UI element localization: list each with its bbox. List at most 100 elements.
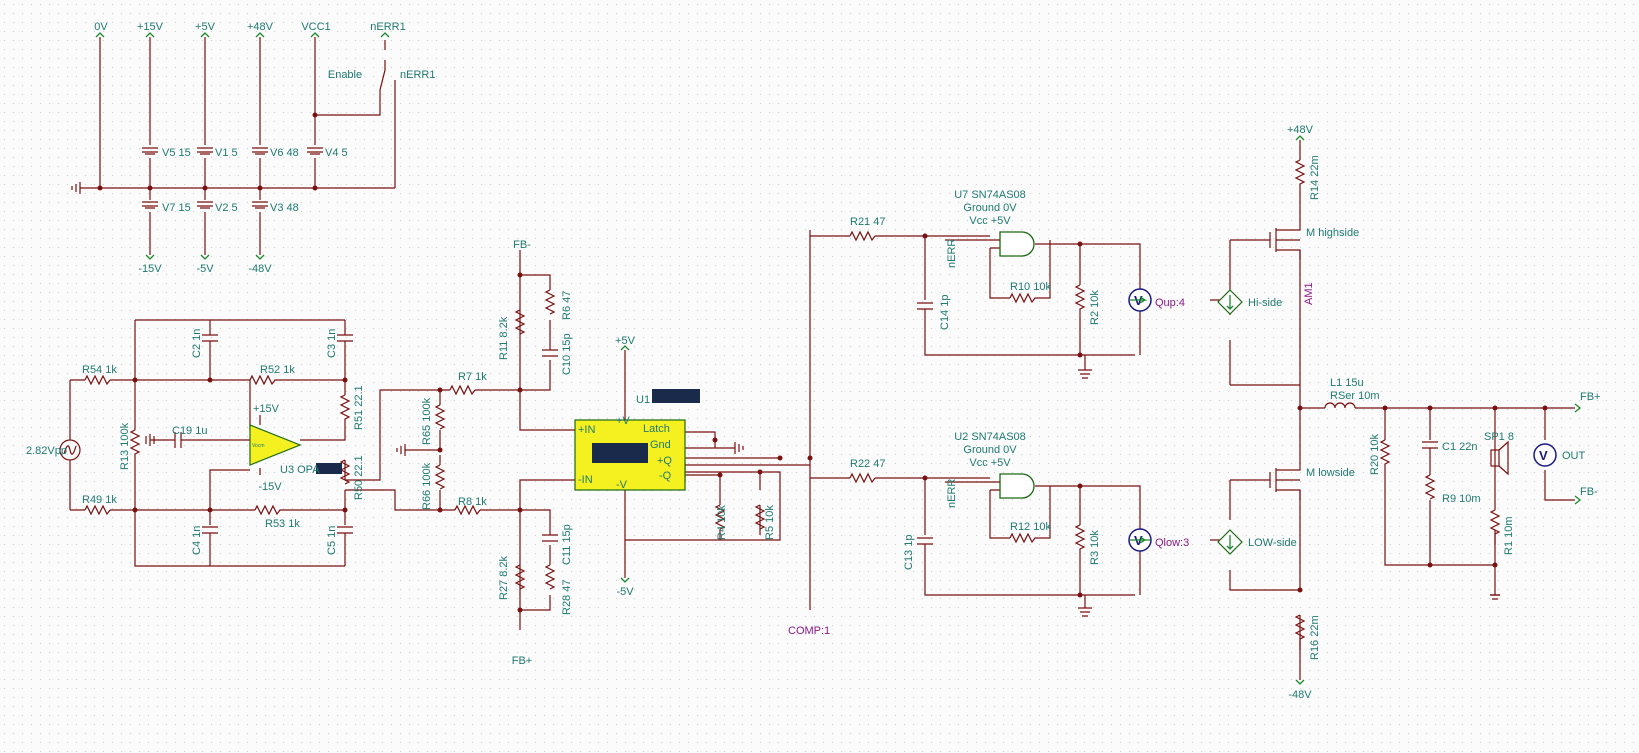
label-c3: C3 1n: [326, 329, 338, 358]
label-r52: R52 1k: [260, 364, 295, 376]
and-gate-u7[interactable]: [999, 231, 1035, 257]
label-r9: R9 10m: [1442, 493, 1481, 505]
voltmeter-icon[interactable]: V: [1533, 443, 1557, 467]
label-enable: Enable: [328, 69, 362, 81]
speaker-icon[interactable]: [1490, 440, 1509, 476]
label-nerr1: nERR1: [370, 21, 405, 33]
label-mlow: M lowside: [1306, 467, 1355, 479]
label-c13: C13 1p: [903, 535, 915, 570]
op-amp-u3[interactable]: [249, 415, 302, 475]
capacitor-icon[interactable]: [542, 349, 558, 357]
resistor-icon[interactable]: [454, 504, 481, 516]
capacitor-icon[interactable]: [1422, 441, 1438, 449]
label-rser: RSer 10m: [1330, 390, 1380, 402]
resistor-icon[interactable]: [1074, 284, 1086, 315]
resistor-icon[interactable]: [254, 504, 290, 516]
comparator-stage: R11 8.2k R6 47 C10 15p R27 8.2k R28 47 C…: [396, 230, 830, 667]
label-u7: U7 SN74AS08: [954, 189, 1026, 201]
resistor-icon[interactable]: [339, 394, 351, 425]
resistor-icon[interactable]: [1489, 509, 1501, 545]
label-fb-minus: FB-: [513, 239, 531, 251]
inductor-icon[interactable]: [1324, 402, 1356, 409]
label-r1: R1 10m: [1503, 516, 1515, 555]
battery-icon[interactable]: [197, 147, 213, 155]
label-u2-vcc: Vcc +5V: [969, 457, 1011, 469]
label-plus5v: +5V: [195, 21, 216, 33]
capacitor-icon[interactable]: [542, 534, 558, 542]
capacitor-icon[interactable]: [337, 334, 353, 342]
pin-gnd: Gnd: [650, 439, 671, 451]
resistor-icon[interactable]: [129, 429, 141, 460]
label-u2-ground: Ground 0V: [963, 444, 1017, 456]
resistor-icon[interactable]: [1294, 159, 1306, 200]
pin-v-plus: +V: [616, 415, 630, 427]
and-gate-u2[interactable]: [999, 473, 1035, 499]
label-u3-minus15v: -15V: [258, 481, 282, 493]
label-fb-plus: FB+: [512, 655, 532, 667]
resistor-icon[interactable]: [434, 404, 446, 430]
resistor-icon[interactable]: [544, 289, 556, 315]
label-0v: 0V: [94, 21, 108, 33]
label-sp1: SP1 8: [1484, 431, 1514, 443]
resistor-icon[interactable]: [1074, 524, 1086, 555]
resistor-icon[interactable]: [339, 459, 351, 485]
gate-drivers: V V U7 SN74AS08 Ground 0V Vcc +5V U2 SN7…: [810, 189, 1230, 617]
battery-icon[interactable]: [307, 147, 323, 155]
pin-in-minus: -IN: [578, 474, 593, 486]
label-u3: U3 OPA: [280, 464, 320, 476]
resistor-icon[interactable]: [1009, 292, 1040, 304]
label-c1: C1 22n: [1442, 441, 1477, 453]
label-u1: U1: [636, 394, 650, 406]
battery-icon[interactable]: [142, 201, 158, 209]
label-comp: COMP:1: [788, 625, 830, 637]
label-lowside: LOW-side: [1248, 537, 1297, 549]
capacitor-icon[interactable]: [174, 432, 190, 448]
label-r8: R8 1k: [458, 496, 487, 508]
capacitor-icon[interactable]: [917, 302, 933, 310]
label-v5: V5 15: [162, 147, 191, 159]
label-r3: R3 10k: [1089, 530, 1101, 565]
battery-icon[interactable]: [252, 201, 268, 209]
resistor-icon[interactable]: [754, 504, 766, 530]
resistor-icon[interactable]: [544, 564, 556, 590]
resistor-icon[interactable]: [849, 472, 876, 484]
sine-source-icon[interactable]: [59, 439, 81, 461]
label-qup: Qup:4: [1155, 297, 1185, 309]
resistor-icon[interactable]: [1424, 474, 1436, 500]
mosfet-highside-icon[interactable]: [1269, 220, 1301, 260]
resistor-icon[interactable]: [1009, 532, 1040, 544]
resistor-icon[interactable]: [449, 384, 476, 396]
battery-icon[interactable]: [252, 147, 268, 155]
resistor-icon[interactable]: [849, 230, 876, 242]
resistor-icon[interactable]: [1294, 614, 1306, 650]
resistor-icon[interactable]: [1379, 439, 1391, 470]
pin-latch: Latch: [643, 423, 670, 435]
mosfet-lowside-icon[interactable]: [1269, 460, 1301, 500]
capacitor-icon[interactable]: [337, 526, 353, 534]
label-r10: R10 10k: [1010, 281, 1051, 293]
pin-q: +Q: [657, 455, 672, 467]
resistor-icon[interactable]: [84, 374, 111, 386]
label-u7-ground: Ground 0V: [963, 202, 1017, 214]
label-r51: R51 22.1: [353, 385, 365, 430]
label-v4: V4 5: [325, 147, 348, 159]
capacitor-icon[interactable]: [917, 537, 933, 545]
label-r7: R7 1k: [458, 371, 487, 383]
battery-icon[interactable]: [142, 147, 158, 155]
label-r2: R2 10k: [1089, 290, 1101, 325]
resistor-icon[interactable]: [84, 504, 111, 516]
resistor-icon[interactable]: [249, 374, 290, 386]
controlled-source-icon[interactable]: [1217, 529, 1243, 555]
resistor-icon[interactable]: [434, 464, 446, 490]
label-r5: R5 10k: [764, 505, 776, 540]
resistor-icon[interactable]: [714, 504, 726, 530]
controlled-source-icon[interactable]: [1217, 289, 1243, 315]
battery-icon[interactable]: [197, 201, 213, 209]
resistor-icon[interactable]: [514, 564, 526, 590]
resistor-icon[interactable]: [514, 309, 526, 335]
label-plus48v: +48V: [1287, 124, 1314, 136]
capacitor-icon[interactable]: [202, 334, 218, 342]
capacitor-icon[interactable]: [202, 526, 218, 534]
label-r53: R53 1k: [265, 518, 300, 530]
